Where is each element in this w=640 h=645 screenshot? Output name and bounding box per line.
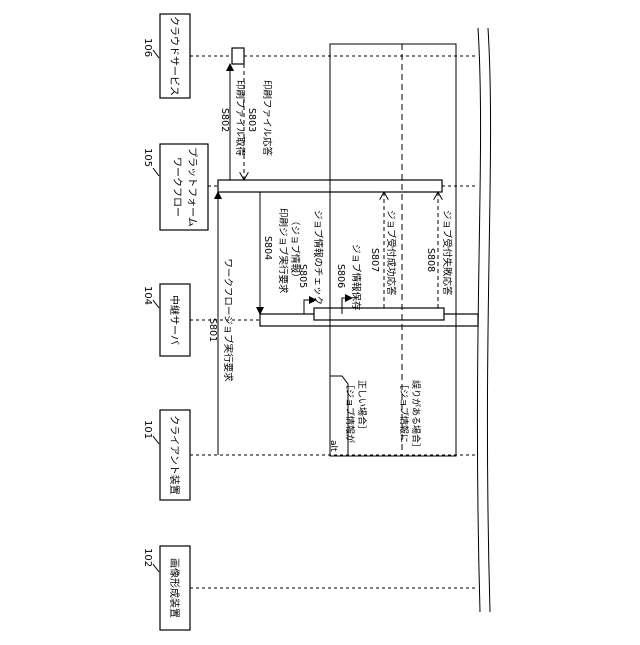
- message-s808: S808 ジョブ受付失敗応答: [425, 192, 453, 308]
- participant-name: クラウドサービス: [168, 16, 180, 96]
- participant-number: 105: [142, 148, 153, 167]
- participant-number: 104: [142, 286, 153, 305]
- participant-number: 106: [142, 38, 153, 57]
- step-label: S808: [425, 248, 436, 272]
- message-s802: S802 印刷ファイル取得: [219, 64, 246, 180]
- participant-workflow-platform: ワークフロー プラットフォーム 105: [142, 144, 208, 230]
- step-label: S801: [207, 318, 218, 342]
- participant-relay-server: 中継サーバ 104: [142, 284, 190, 356]
- alt-guard-1-line2: 正しい場合］: [356, 380, 368, 434]
- message-label: ワークフロージョブ実行要求: [222, 258, 234, 382]
- message-s806: S806 ジョブ情報保存: [335, 244, 362, 314]
- message-label: 印刷ファイル取得: [234, 80, 246, 157]
- participant-cloud-service: クラウドサービス 106: [142, 14, 190, 98]
- alt-guard-2-line2: 誤りがある場合］: [410, 380, 422, 452]
- message-s804: S804 印刷ジョブ実行要求 （ジョブ情報）: [260, 192, 301, 314]
- message-label: ジョブ情報のチェック: [312, 210, 324, 305]
- message-label: ジョブ受付失敗応答: [441, 210, 453, 296]
- message-s805: S805 ジョブ情報のチェック: [297, 210, 324, 314]
- participant-name: 画像形成装置: [168, 558, 181, 618]
- participant-name: クライアント装置: [168, 415, 181, 495]
- alt-guard-2-line1: ［ジョブ情報に: [398, 380, 410, 443]
- activation-bar-104-inner: [314, 308, 444, 320]
- participant-client-device: クライアント装置 101: [142, 410, 190, 500]
- step-label: S805: [297, 264, 308, 288]
- step-label: S807: [369, 248, 380, 272]
- message-label: 印刷ファイル応答: [261, 80, 273, 157]
- alt-guard-1-line1: ［ジョブ情報が: [344, 380, 356, 443]
- participant-number: 102: [142, 548, 153, 567]
- step-label: S806: [335, 264, 346, 288]
- participant-image-forming-device: 画像形成装置 102: [142, 546, 190, 630]
- message-s807: S807 ジョブ受付成功応答: [369, 192, 397, 308]
- step-label: S804: [262, 236, 273, 260]
- step-label: S802: [219, 108, 230, 132]
- message-label: ジョブ受付成功応答: [385, 210, 397, 296]
- activation-bar-106: [232, 48, 244, 64]
- participant-name-line1: ワークフロー: [171, 157, 183, 217]
- step-label: S803: [246, 108, 257, 132]
- participant-name-line2: プラットフォーム: [186, 147, 198, 227]
- message-label-line1: 印刷ジョブ実行要求: [277, 208, 289, 294]
- participant-number: 101: [142, 420, 153, 439]
- message-label: ジョブ情報保存: [350, 244, 362, 311]
- message-s803: S803 印刷ファイル応答: [244, 64, 273, 180]
- alt-keyword: alt: [328, 440, 338, 452]
- message-s801: S801 ワークフロージョブ実行要求: [207, 192, 234, 455]
- participant-name: 中継サーバ: [168, 295, 181, 345]
- break-line-2: [487, 28, 490, 612]
